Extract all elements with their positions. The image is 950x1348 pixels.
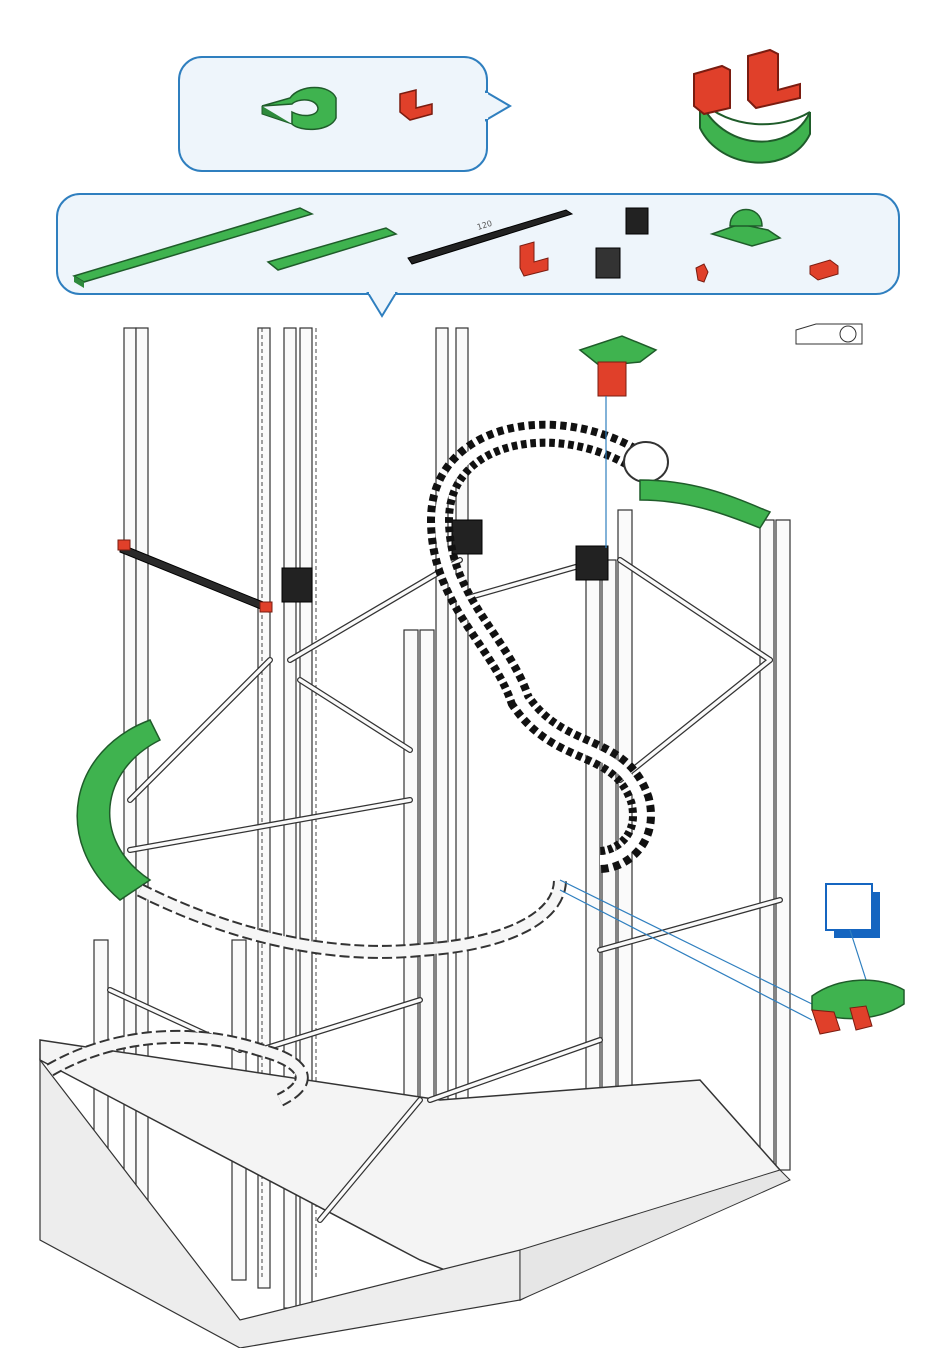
subassembly-pointer — [486, 92, 510, 120]
black-rod-part: 120 — [408, 210, 572, 264]
green-upper-track — [640, 480, 770, 528]
view-orientation-icon — [796, 324, 862, 344]
red-clip-small-part — [520, 242, 548, 276]
parts-list-pointer — [368, 293, 396, 316]
curve-segment-part — [262, 88, 336, 130]
red-clip-part — [400, 90, 432, 120]
rod-length-label: 120 — [476, 219, 493, 232]
assembled-curve-result — [694, 50, 810, 163]
tube-end-ring — [624, 442, 668, 482]
red-plug-part — [810, 260, 838, 280]
red-pin-part — [696, 264, 708, 282]
black-block-part — [596, 208, 648, 278]
short-rail-part — [268, 228, 396, 270]
step-badge-icon — [826, 884, 880, 986]
long-rail-part — [74, 208, 312, 288]
green-hub-part — [712, 210, 780, 247]
